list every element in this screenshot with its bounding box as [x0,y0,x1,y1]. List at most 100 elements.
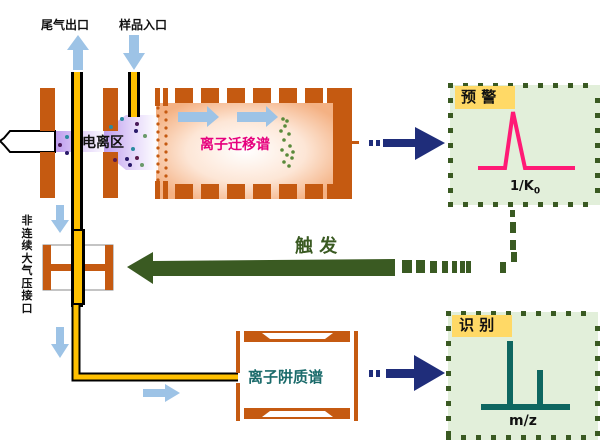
ion-dot [164,182,168,186]
particle [140,163,144,167]
border-dot [506,311,511,316]
border-dot [446,326,451,331]
border-dot [523,83,528,88]
border-dot [595,431,600,436]
border-dot [448,83,453,88]
ion-dot [282,160,286,164]
border-dot [521,311,526,316]
border-dot [478,202,483,207]
ion-dot [156,106,160,110]
ion-dot [285,119,289,123]
ring-bottom [227,184,245,199]
ion-dot [156,122,160,126]
identify-title: 识 别 [459,316,495,334]
border-dot [566,435,571,440]
ion-dot [164,166,168,170]
border-dot [448,188,453,193]
border-dot [463,83,468,88]
ion-dot [156,170,160,174]
border-dot [595,386,600,391]
ion-dot [164,134,168,138]
dash [402,260,412,273]
border-dot [595,371,600,376]
ring-bottom [253,184,271,199]
border-dot [476,311,481,316]
ion-dot [156,154,160,158]
ring-bottom [279,184,297,199]
trigger-dashed-line [402,210,517,273]
particle [131,147,135,151]
border-dot [446,401,451,406]
ion-dot [156,178,160,182]
exhaust-outlet-label: 尾气出口 [41,18,90,32]
ion-dot [280,148,284,152]
ion-cloud [279,117,295,168]
border-dot [595,401,600,406]
border-dot [446,311,451,316]
ring-bottom [175,184,193,199]
right-flow-arrow-icon [143,384,180,402]
border-dot [595,326,600,331]
border-dot [506,435,511,440]
ion-dot [156,162,160,166]
ion-dot [164,142,168,146]
border-dot [476,435,481,440]
ion-dot [164,150,168,154]
border-dot [538,202,543,207]
ring-top [305,88,323,103]
particle [134,129,138,133]
dash [511,252,517,262]
border-dot [568,83,573,88]
border-dot [463,202,468,207]
dash [510,240,516,250]
down-flow-arrow-icon [51,205,69,233]
ion-mobility-label: 离子迁移谱 [200,137,270,153]
particle [58,143,62,147]
border-dot [491,435,496,440]
border-dot [448,202,453,207]
dash [430,261,437,273]
sample-arrow-icon [123,35,145,70]
border-dot [446,435,451,440]
ion-particles-gate [156,106,168,186]
ion-dot [283,124,287,128]
discontinuous-interface-valve [42,229,114,305]
ion-dot [287,132,291,136]
dash [510,210,515,217]
ion-dot [291,150,295,154]
border-dot [595,341,600,346]
border-dot [461,435,466,440]
warning-title-bg [455,86,515,109]
border-dot [595,143,600,148]
warning-panel [448,83,600,207]
border-dot [566,311,571,316]
border-dot [551,311,556,316]
ion-dot [164,174,168,178]
ring-top [201,88,219,103]
ion-trap [236,331,358,421]
border-dot [448,128,453,133]
border-dot [446,431,451,436]
ring-top [253,88,271,103]
warning-axis-label: 1/K0 [510,180,540,197]
warning-axis-text: 1/K [510,179,534,194]
border-dot [536,311,541,316]
ion-dot [156,138,160,142]
border-dot [595,356,600,361]
ion-dot [282,138,286,142]
dash [510,222,516,233]
border-dot [595,113,600,118]
border-dot [595,173,600,178]
particle [135,122,139,126]
ion-trap-label: 离子阱质谱 [248,368,324,386]
ion-dot [287,164,291,168]
drift-flow-arrows [178,106,278,127]
ionization-zone-label: 电离区 [82,135,124,151]
border-dot [595,128,600,133]
ion-dot [156,130,160,134]
border-dot [446,416,451,421]
border-dot [448,158,453,163]
border-dot [448,173,453,178]
particle [128,163,132,167]
